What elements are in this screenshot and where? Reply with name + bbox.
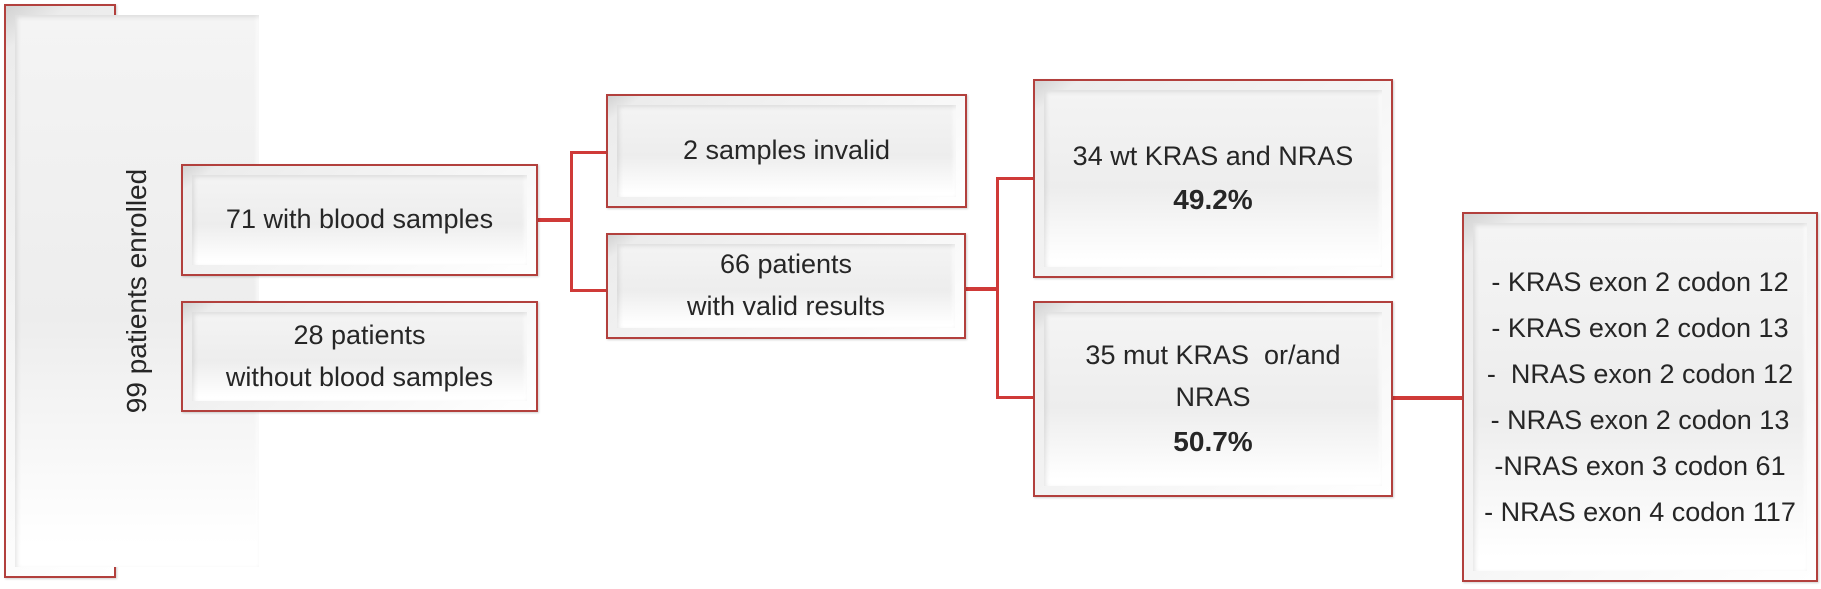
wildtype-percent: 49.2% (1173, 184, 1253, 216)
mutation-item: -NRAS exon 3 codon 61 (1494, 451, 1786, 481)
mutation-item: - NRAS exon 2 codon 13 (1490, 405, 1790, 435)
node-valid-results-face: 66 patients with valid results (617, 244, 955, 328)
node-mutant: 35 mut KRAS or/and NRAS 50.7% (1033, 301, 1393, 497)
node-with-blood-samples: 71 with blood samples (181, 164, 538, 276)
connector-to-valid (570, 289, 606, 292)
node-valid-results: 66 patients with valid results (606, 233, 966, 339)
node-wildtype: 34 wt KRAS and NRAS 49.2% (1033, 79, 1393, 278)
node-mutant-face: 35 mut KRAS or/and NRAS 50.7% (1044, 312, 1382, 486)
connector-valid-stub (965, 287, 999, 291)
mutation-item: - NRAS exon 4 codon 117 (1484, 497, 1796, 527)
node-samples-invalid-face: 2 samples invalid (617, 105, 956, 197)
node-without-blood-samples-face: 28 patients without blood samples (192, 312, 527, 401)
connector-to-invalid (570, 151, 606, 154)
mutant-percent: 50.7% (1173, 425, 1253, 457)
mutation-item: - KRAS exon 2 codon 12 (1491, 267, 1789, 297)
node-patients-enrolled-face: 99 patients enrolled (15, 15, 260, 567)
node-patients-enrolled: 99 patients enrolled (4, 4, 260, 578)
connector-with-blood-stub (537, 218, 573, 222)
node-wildtype-face: 34 wt KRAS and NRAS 49.2% (1044, 90, 1382, 267)
connector-samples-branch-vertical (570, 151, 573, 292)
valid-results-line1: 66 patients (719, 249, 853, 280)
valid-results-line2: with valid results (686, 291, 886, 321)
without-blood-samples-line1: 28 patients (293, 319, 426, 350)
node-with-blood-samples-face: 71 with blood samples (192, 175, 527, 265)
patients-enrolled-label: 99 patients enrolled (121, 168, 153, 414)
mutant-label: 35 mut KRAS or/and NRAS (1085, 340, 1356, 412)
connector-to-wildtype (996, 177, 1033, 180)
connector-results-branch-vertical (996, 177, 999, 399)
node-without-blood-samples: 28 patients without blood samples (181, 301, 538, 412)
mutation-item: - NRAS exon 2 codon 12 (1486, 359, 1794, 389)
node-samples-invalid: 2 samples invalid (606, 94, 967, 208)
connector-to-mutant (996, 396, 1033, 399)
samples-invalid-label: 2 samples invalid (682, 135, 891, 166)
mutation-item: - KRAS exon 2 codon 13 (1491, 313, 1789, 343)
connector-mutant-to-mutations (1392, 396, 1462, 400)
with-blood-samples-label: 71 with blood samples (225, 204, 494, 235)
wildtype-label: 34 wt KRAS and NRAS (1072, 140, 1354, 171)
without-blood-samples-line2: without blood samples (225, 361, 494, 392)
node-mutation-list: - KRAS exon 2 codon 12 - KRAS exon 2 cod… (1462, 212, 1818, 582)
node-mutation-list-face: - KRAS exon 2 codon 12 - KRAS exon 2 cod… (1473, 223, 1807, 571)
